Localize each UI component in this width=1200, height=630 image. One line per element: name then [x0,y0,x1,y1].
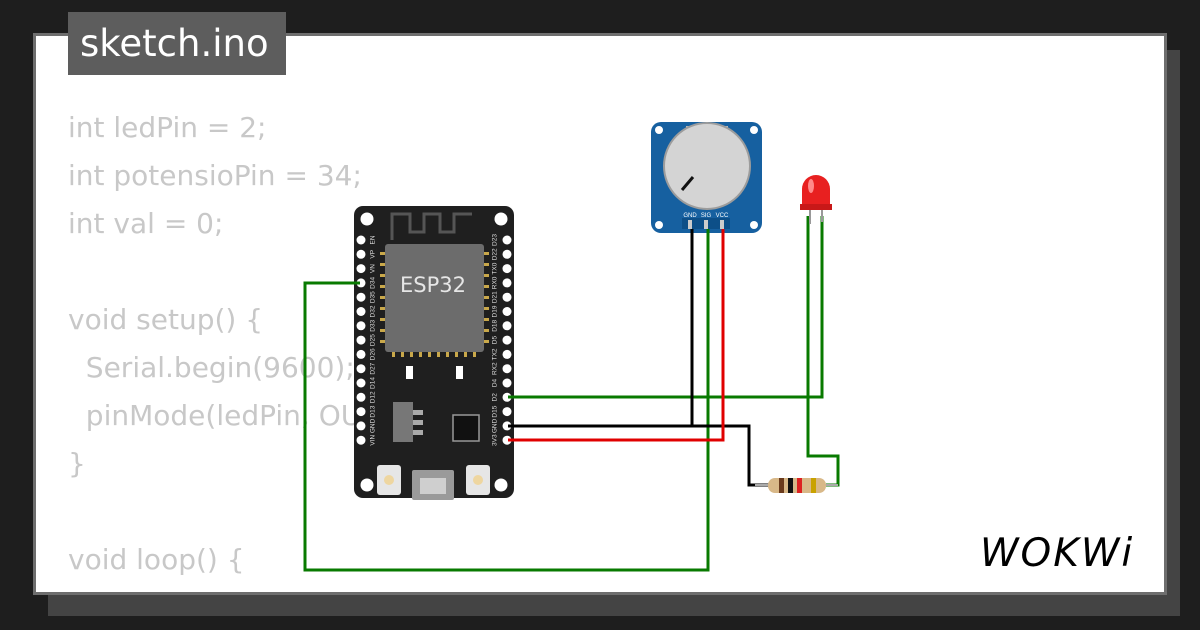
pin-hole[interactable] [356,407,366,417]
pin-hole[interactable] [356,349,366,359]
pin-hole[interactable] [356,307,366,316]
pin-label: TX2 [492,348,499,360]
pin-label: D23 [492,234,499,246]
code-line: void setup() { [68,303,264,336]
pin-label: D4 [492,378,499,387]
pin-hole[interactable] [502,292,512,302]
pin-hole[interactable] [356,235,366,245]
pin-label: GND [370,418,377,433]
pin-label: TX0 [492,262,499,274]
pin-hole[interactable] [502,392,512,402]
pin-hole[interactable] [356,364,366,374]
pin-label: D26 [370,348,377,360]
pin-hole[interactable] [356,249,366,259]
pin-label: D5 [492,336,499,345]
pin-hole[interactable] [356,435,366,445]
pin-label: D25 [370,334,377,346]
code-line: int potensioPin = 34; [68,159,362,192]
pin-label: D2 [492,393,499,402]
pin-label: D21 [492,291,499,303]
code-line: int val = 0; [68,207,224,240]
pin-hole[interactable] [502,264,512,274]
pin-hole[interactable] [502,349,512,359]
pin-hole[interactable] [502,421,512,431]
antenna-trace [390,212,472,240]
esp32-board[interactable]: ESP32 ENVPVND34D35D32D33D25D26D27D14D12D… [354,206,514,500]
pin-label: EN [370,235,377,244]
wire-gnd-to-resistor[interactable] [508,424,770,487]
usb-serial-chip [452,414,480,442]
pin-label: GND [492,418,499,433]
code-editor: int ledPin = 2; int potensioPin = 34; int … [68,104,527,592]
pin-hole[interactable] [356,278,366,288]
wire-3v3-to-pot[interactable] [508,229,725,442]
pot-pin-label: GND [683,213,697,219]
pin-label: D27 [370,362,377,374]
pin-label: D18 [492,319,499,331]
pin-label: D15 [492,405,499,417]
pin-hole[interactable] [356,264,366,274]
potentiometer[interactable]: GND SIG VCC [651,122,762,233]
pin-label: D32 [370,305,377,317]
pin-label: D33 [370,319,377,331]
pin-hole[interactable] [356,321,366,331]
pin-label: VIN [370,434,377,445]
pin-label: 3V3 [492,434,499,446]
preview-card: int ledPin = 2; int potensioPin = 34; int … [33,33,1167,595]
pin-label: D22 [492,248,499,260]
pin-hole[interactable] [356,421,366,431]
esp32-module [385,244,484,352]
pin-label: D13 [370,405,377,417]
code-line: void loop() { [68,543,245,576]
wire-d2-to-led[interactable] [508,216,824,399]
pin-label: D12 [370,391,377,403]
code-line: Serial.begin(9600); [68,351,355,384]
pin-label: D19 [492,305,499,317]
pin-hole[interactable] [356,392,366,402]
pot-pin-label: VCC [716,213,729,219]
pin-hole[interactable] [502,435,512,445]
pin-label: RX2 [492,362,499,375]
pin-hole[interactable] [356,292,366,302]
code-line: int ledPin = 2; [68,111,267,144]
pin-label: RX0 [492,276,499,289]
pot-pin-label: SIG [701,213,712,219]
code-line: val = analogRead(potensioPin); [68,584,527,592]
code-line: } [68,447,86,480]
pin-label: D14 [370,377,377,389]
pin-hole[interactable] [356,335,366,345]
pin-hole[interactable] [502,249,512,259]
potentiometer-knob[interactable] [663,122,751,210]
wokwi-logo: WOKWi [980,531,1134,576]
pin-hole[interactable] [356,378,366,388]
svg-text:WOKWi: WOKWi [980,531,1134,576]
pin-hole[interactable] [502,321,512,331]
pin-label: D35 [370,291,377,303]
pin-hole[interactable] [502,235,512,245]
pin-hole[interactable] [502,407,512,417]
pin-hole[interactable] [502,335,512,345]
pin-hole[interactable] [502,307,512,316]
pin-label: VN [370,264,377,273]
pin-hole[interactable] [502,278,512,288]
resistor[interactable] [755,478,838,493]
pin-hole[interactable] [502,378,512,388]
red-led[interactable] [800,175,832,224]
voltage-regulator [393,402,413,442]
wire-sig-to-d34[interactable] [303,229,710,572]
pin-label: VP [370,250,377,259]
file-tab[interactable]: sketch.ino [68,12,286,75]
pin-label: D34 [370,277,377,289]
module-label: ESP32 [400,273,466,297]
pin-hole[interactable] [502,364,512,374]
